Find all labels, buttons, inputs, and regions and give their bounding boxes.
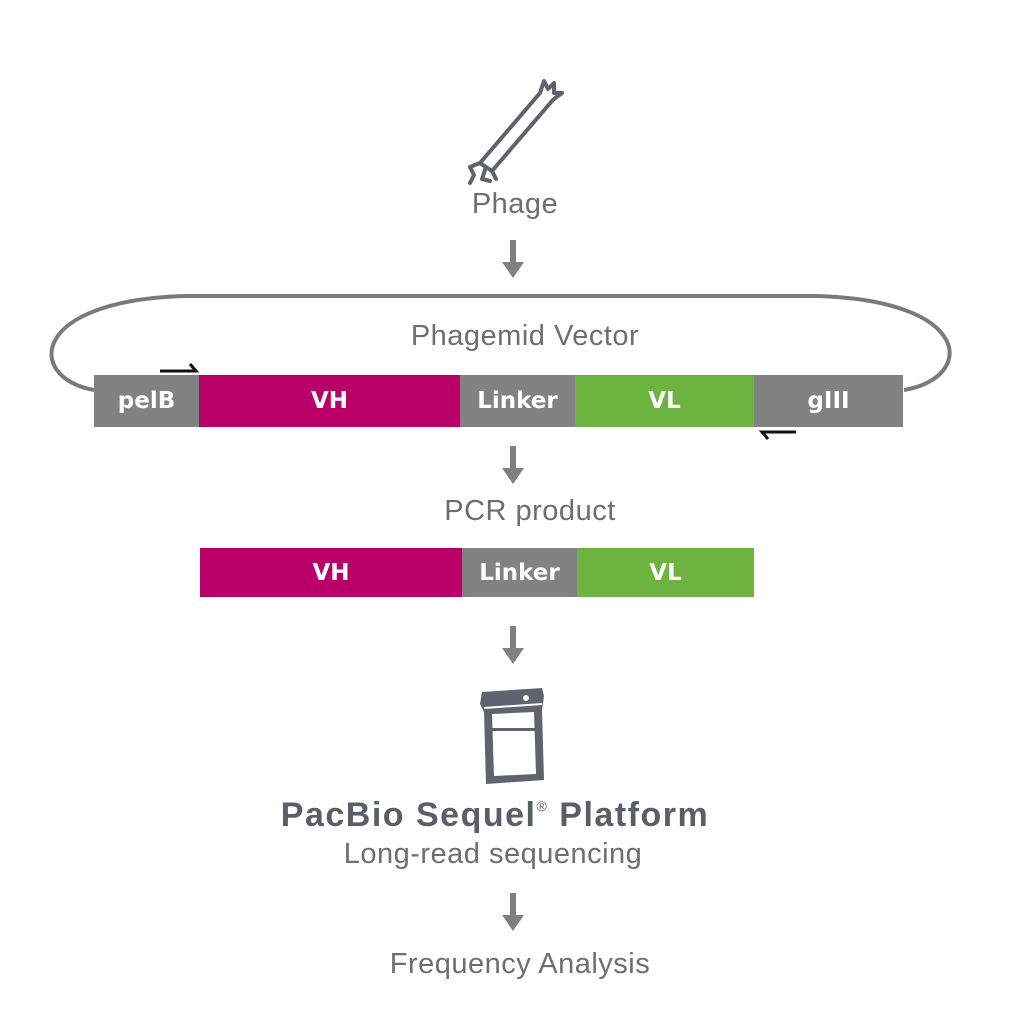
phagemid-loop — [36, 292, 966, 402]
phage-label: Phage — [471, 188, 559, 220]
registered-mark: ® — [536, 798, 549, 814]
platform-name-suffix: Platform — [559, 796, 710, 834]
phagemid-vector-label: Phagemid Vector — [410, 320, 640, 352]
pcr-product-label: PCR product — [444, 495, 616, 527]
segment-vl: VL — [575, 375, 754, 427]
phage-icon — [460, 75, 570, 187]
pcr-segment-vh: VH — [200, 548, 462, 597]
platform-name: PacBio Sequel — [280, 796, 537, 834]
segment-giii: gIII — [754, 375, 903, 427]
segment-vh: VH — [199, 375, 460, 427]
sequencer-icon — [476, 684, 550, 786]
platform-subtitle: Long-read sequencing — [343, 838, 643, 870]
forward-primer-icon — [160, 361, 200, 380]
segment-linker: Linker — [460, 375, 575, 427]
segment-pelb: pelB — [94, 375, 199, 427]
reverse-primer-icon — [758, 427, 798, 446]
down-arrow-icon — [502, 893, 524, 933]
pcr-segment-linker: Linker — [462, 548, 577, 597]
down-arrow-icon — [502, 446, 524, 486]
down-arrow-icon — [502, 626, 524, 666]
platform-title: PacBio Sequel® Platform — [200, 796, 790, 835]
down-arrow-icon — [502, 240, 524, 280]
frequency-analysis-label: Frequency Analysis — [389, 948, 651, 980]
pcr-segment-vl: VL — [577, 548, 754, 597]
